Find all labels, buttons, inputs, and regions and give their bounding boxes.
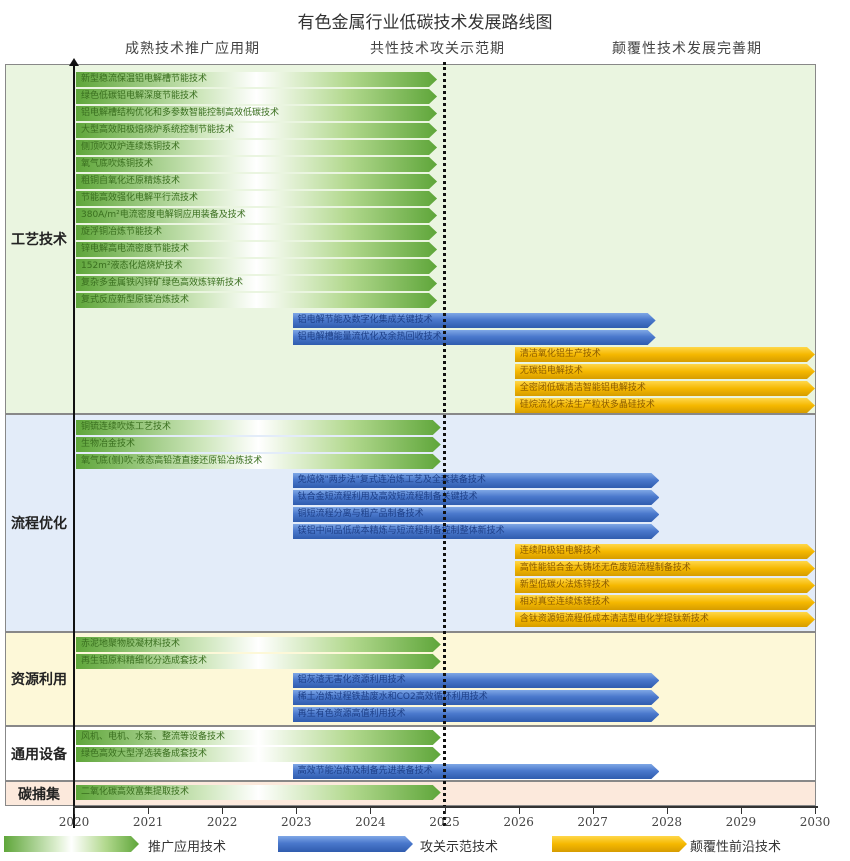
technology-bar: 高效节能冶炼及制备先进装备技术 <box>293 764 660 779</box>
technology-bar: 氧气底吹炼铜技术 <box>76 157 437 172</box>
technology-bar: 旋浮铜冶炼节能技术 <box>76 225 437 240</box>
x-tick <box>296 806 298 814</box>
x-tick-label: 2027 <box>577 815 608 829</box>
technology-bar: 相对真空连续炼镁技术 <box>515 595 815 610</box>
technology-bar: 生物冶金技术 <box>76 437 441 452</box>
technology-bar: 镁铝中间品低成本精炼与短流程制备控制整体新技术 <box>293 524 660 539</box>
technology-bar: 铜锍连续吹炼工艺技术 <box>76 420 441 435</box>
chart-title: 有色金属行业低碳技术发展路线图 <box>297 13 553 33</box>
legend-yellow-arrow-icon <box>552 836 687 852</box>
x-tick-label: 2028 <box>651 815 683 829</box>
technology-bar: 清洁氧化铝生产技术 <box>515 347 815 362</box>
x-tick-label: 2023 <box>281 815 312 829</box>
phase-label-3: 颠覆性技术发展完善期 <box>612 41 762 57</box>
x-tick-label: 2030 <box>799 815 831 829</box>
technology-bar: 硅烷流化床法生产粒状多晶硅技术 <box>515 398 815 413</box>
technology-bar: 高性能铝合金大铸坯无危废短流程制备技术 <box>515 561 815 576</box>
x-tick <box>815 806 816 814</box>
technology-bar: 复杂多金属铁闪锌矿绿色高效炼锌新技术 <box>76 276 437 291</box>
technology-bar: 侧顶吹双炉连续炼铜技术 <box>76 140 437 155</box>
technology-bar: 无碳铝电解技术 <box>515 364 815 379</box>
x-tick-label: 2020 <box>58 815 90 829</box>
y-axis <box>73 62 75 828</box>
x-tick <box>444 806 446 814</box>
technology-bar: 含钛资源短流程低成本清洁型电化学提钛新技术 <box>515 612 815 627</box>
phase-label-1: 成熟技术推广应用期 <box>125 41 260 57</box>
technology-bar: 锌电解高电流密度节能技术 <box>76 242 437 257</box>
technology-bar: 再生铝原料精细化分选成套技术 <box>76 654 441 669</box>
technology-bar: 节能高效强化电解平行流技术 <box>76 191 437 206</box>
technology-bar: 赤泥地聚物胶凝材料技术 <box>76 637 441 652</box>
technology-bar: 铜短流程分离与粗产品制备技术 <box>293 507 660 522</box>
x-tick-label: 2029 <box>725 815 757 829</box>
legend-label-green: 推广应用技术 <box>148 840 227 855</box>
technology-bar: 大型高效阳极焙烧炉系统控制节能技术 <box>76 123 437 138</box>
technology-bar: 绿色低碳铝电解深度节能技术 <box>76 89 437 104</box>
technology-bar: 新型稳流保温铝电解槽节能技术 <box>76 72 437 87</box>
x-tick <box>666 806 668 814</box>
x-tick <box>222 806 224 814</box>
x-tick-label: 2025 <box>429 815 460 829</box>
technology-bar: 铝电解槽能量流优化及余热回收技术 <box>293 330 656 345</box>
technology-bar: 稀土冶炼过程铁盐废水和CO2高效循环利用技术 <box>293 690 660 705</box>
technology-bar: 再生有色资源高值利用技术 <box>293 707 660 722</box>
section-label: 流程优化 <box>11 516 67 532</box>
technology-bar: 风机、电机、水泵、整流等设备技术 <box>76 730 441 745</box>
technology-bar: 粗铜自氧化还原精炼技术 <box>76 174 437 189</box>
milestone-line-2025 <box>443 62 446 826</box>
x-tick-label: 2022 <box>206 815 238 829</box>
technology-bar: 新型低碳火法炼锌技术 <box>515 578 815 593</box>
x-tick <box>148 806 150 814</box>
section-label: 碳捕集 <box>18 786 60 803</box>
legend-green-arrow-icon <box>4 836 139 852</box>
legend-label-yellow: 颠覆性前沿技术 <box>690 840 782 855</box>
technology-bar: 钛合金短流程利用及高效短流程制备关键技术 <box>293 490 660 505</box>
technology-bar: 全密闭低碳清洁智能铝电解技术 <box>515 381 815 396</box>
section-label: 资源利用 <box>11 672 67 688</box>
phase-label-2: 共性技术攻关示范期 <box>370 41 505 57</box>
x-tick-label: 2026 <box>503 815 534 829</box>
section-label: 工艺技术 <box>11 232 67 248</box>
technology-bar: 二氧化碳高效富集提取技术 <box>76 785 441 800</box>
technology-bar: 铝电解节能及数字化集成关键技术 <box>293 313 656 328</box>
technology-bar: 绿色高效大型浮选装备成套技术 <box>76 747 441 762</box>
legend-label-blue: 攻关示范技术 <box>420 840 499 855</box>
x-axis <box>73 806 818 808</box>
x-tick <box>740 806 742 814</box>
technology-bar: 380A/m²电流密度电解铜应用装备及技术 <box>76 208 437 223</box>
x-tick-label: 2021 <box>132 815 164 829</box>
section-label: 通用设备 <box>11 746 67 763</box>
technology-bar: 152m²液态化焙烧炉技术 <box>76 259 437 274</box>
technology-bar: 连续阳极铝电解技术 <box>515 544 815 559</box>
y-axis-arrow-icon <box>69 58 79 66</box>
x-tick <box>370 806 372 814</box>
technology-bar: 氧气底(侧)吹-液态高铅渣直接还原铅冶炼技术 <box>76 454 441 469</box>
technology-bar: 铝灰渣无害化资源利用技术 <box>293 673 660 688</box>
technology-bar: 免焙烧"两步法"复式连冶炼工艺及全套装备技术 <box>293 473 660 488</box>
x-tick <box>592 806 594 814</box>
x-tick-label: 2024 <box>355 815 386 829</box>
x-tick <box>74 806 75 814</box>
legend-blue-arrow-icon <box>278 836 413 852</box>
technology-bar: 铝电解槽结构优化和多参数智能控制高效低碳技术 <box>76 106 437 121</box>
x-tick <box>518 806 520 814</box>
technology-bar: 复式反应新型原镁冶炼技术 <box>76 293 437 308</box>
